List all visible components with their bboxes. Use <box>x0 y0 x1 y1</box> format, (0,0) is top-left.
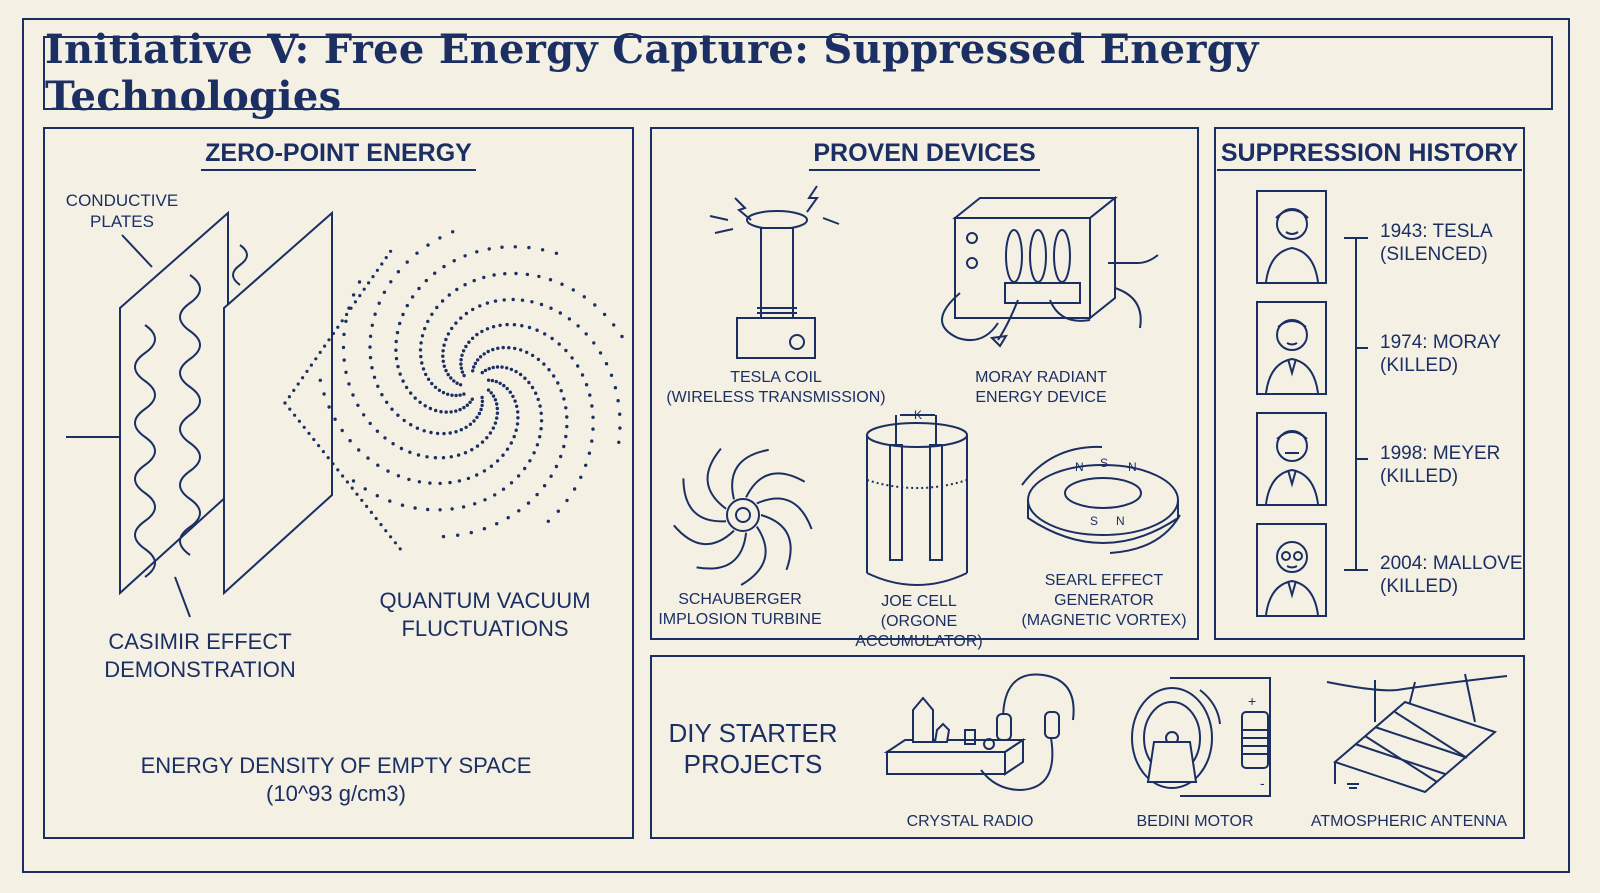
moray-device-label: MORAY RADIANT ENERGY DEVICE <box>975 369 1107 406</box>
crystal-radio-icon <box>883 673 1075 792</box>
history-entry-moray: 1974: MORAY (KILLED) <box>1380 332 1502 376</box>
casimir-plates-icon <box>66 210 333 618</box>
zero-point-panel: ZERO-POINT ENERGY <box>43 127 634 839</box>
zero-point-heading: ZERO-POINT ENERGY <box>45 139 632 171</box>
moray-device-icon <box>941 195 1159 348</box>
searl-generator-icon: N S N S N <box>1021 445 1181 554</box>
svg-text:N: N <box>1116 514 1125 528</box>
bedini-motor-icon: + - <box>1131 677 1271 797</box>
svg-text:S: S <box>1090 514 1098 528</box>
quantum-label: QUANTUM VACUUM FLUCTUATIONS <box>379 588 591 641</box>
portrait-moray <box>1256 301 1327 395</box>
page-title: Initiative V: Free Energy Capture: Suppr… <box>45 26 1259 120</box>
suppression-panel: SUPPRESSION HISTORY <box>1214 127 1525 640</box>
antenna-icon <box>1326 673 1508 794</box>
casimir-label: CASIMIR EFFECT DEMONSTRATION <box>104 629 296 682</box>
suppression-heading: SUPPRESSION HISTORY <box>1216 139 1523 171</box>
crystal-radio-label: CRYSTAL RADIO <box>906 813 1034 830</box>
quantum-spiral-icon <box>283 230 624 551</box>
joe-cell-label: JOE CELL (ORGONE ACCUMULATOR) <box>855 593 983 650</box>
tesla-coil-icon <box>709 185 840 359</box>
title-box: Initiative V: Free Energy Capture: Suppr… <box>43 26 1553 120</box>
antenna-label: ATMOSPHERIC ANTENNA <box>1310 813 1508 830</box>
turbine-label: SCHAUBERGER IMPLOSION TURBINE <box>658 591 822 628</box>
svg-text:+: + <box>1248 693 1256 709</box>
energy-density-label: ENERGY DENSITY OF EMPTY SPACE (10^93 g/c… <box>140 753 532 806</box>
history-entry-mallove: 2004: MALLOVE (KILLED) <box>1380 553 1523 597</box>
proven-devices-heading: PROVEN DEVICES <box>652 139 1197 171</box>
history-entry-tesla: 1943: TESLA (SILENCED) <box>1380 221 1493 265</box>
portrait-tesla <box>1256 190 1327 284</box>
outer-frame <box>22 18 1570 873</box>
searl-generator-label: SEARL EFFECT GENERATOR (MAGNETIC VORTEX) <box>1021 572 1187 629</box>
portrait-meyer <box>1256 412 1327 506</box>
svg-text:N: N <box>1128 460 1137 474</box>
history-entry-meyer: 1998: MEYER (KILLED) <box>1380 443 1501 487</box>
proven-devices-panel: PROVEN DEVICES <box>650 127 1199 640</box>
diy-panel <box>650 655 1525 839</box>
conductive-plates-label: CONDUCTIVE PLATES <box>65 191 179 231</box>
tesla-coil-label: TESLA COIL (WIRELESS TRANSMISSION) <box>666 369 886 406</box>
svg-text:-: - <box>1260 775 1265 791</box>
diy-heading: DIY STARTER PROJECTS <box>668 718 838 779</box>
portrait-mallove <box>1256 523 1327 617</box>
joe-cell-icon: K <box>866 408 968 586</box>
svg-text:N: N <box>1075 460 1084 474</box>
timeline-line <box>1344 237 1368 571</box>
turbine-icon <box>673 447 813 586</box>
bedini-motor-label: BEDINI MOTOR <box>1136 813 1254 830</box>
joe-cell-marker: K <box>914 408 922 422</box>
svg-text:S: S <box>1100 456 1108 470</box>
